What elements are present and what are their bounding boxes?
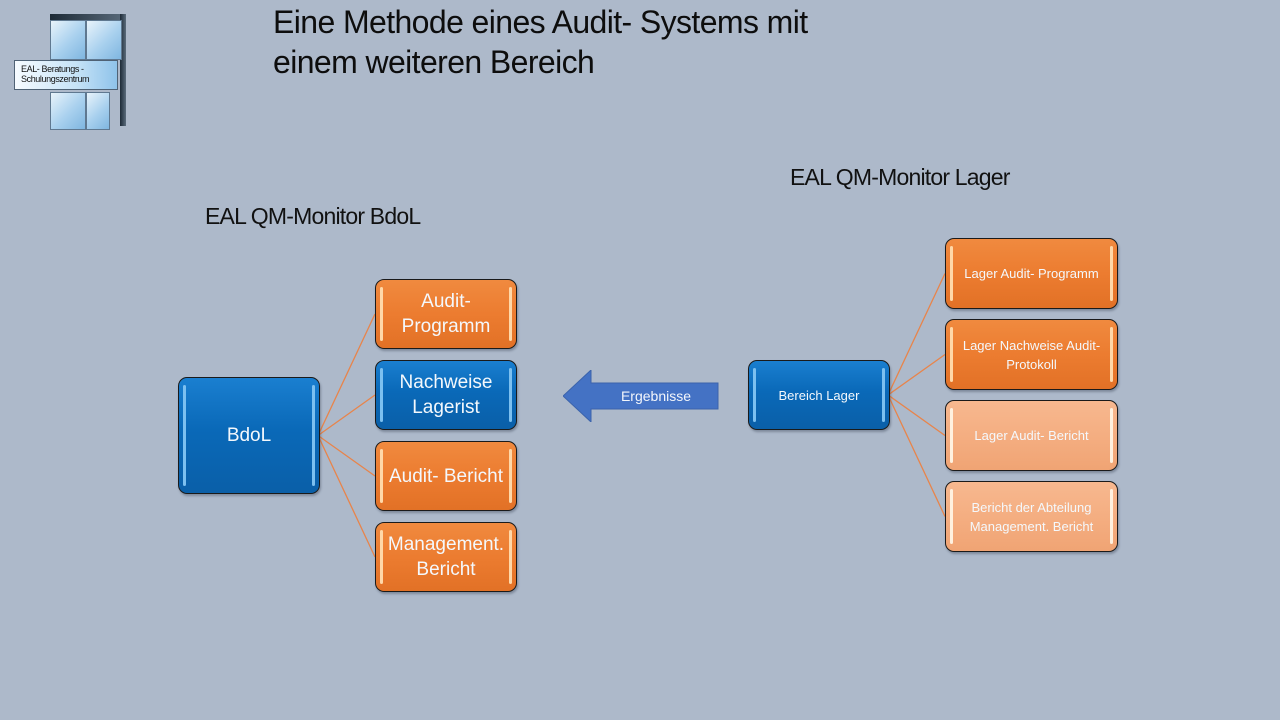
node-label: Nachweise Lagerist bbox=[399, 372, 493, 418]
bdol-connector-2 bbox=[317, 394, 376, 437]
node-audit-programm[interactable]: Audit- Programm bbox=[375, 279, 517, 349]
eal-logo: EAL- Beratungs - Schulungszentrum bbox=[14, 14, 126, 132]
bdol-connector-3 bbox=[317, 434, 376, 477]
node-label: Audit- Bericht bbox=[388, 465, 504, 487]
node-bericht-der-abteilung[interactable]: Bericht der Abteilung Management. Berich… bbox=[945, 481, 1118, 552]
logo-shadow-top bbox=[50, 14, 126, 20]
node-lager-audit-bericht[interactable]: Lager Audit- Bericht bbox=[945, 400, 1118, 471]
node-lager-audit-programm[interactable]: Lager Audit- Programm bbox=[945, 238, 1118, 309]
lager-connector-1 bbox=[887, 273, 946, 396]
lager-connector-4 bbox=[887, 394, 946, 517]
node-bdol-root[interactable]: BdoL bbox=[178, 377, 320, 494]
node-label: Bericht der Abteilung Management. Berich… bbox=[969, 499, 1094, 534]
node-label: Lager Audit- Bericht bbox=[974, 428, 1089, 443]
node-label: BdoL bbox=[226, 425, 272, 446]
logo-tile bbox=[50, 92, 86, 130]
node-label: Lager Nachweise Audit- Protokoll bbox=[962, 337, 1101, 372]
logo-text-line1: EAL- Beratungs - bbox=[21, 64, 84, 74]
node-nachweise-lagerist[interactable]: Nachweise Lagerist bbox=[375, 360, 517, 430]
logo-text-line2: Schulungszentrum bbox=[21, 74, 90, 84]
logo-label: EAL- Beratungs - Schulungszentrum bbox=[14, 60, 118, 90]
logo-shadow-right bbox=[120, 14, 126, 126]
logo-tile bbox=[86, 20, 122, 60]
slide-title: Eine Methode eines Audit- Systems mit ei… bbox=[273, 4, 808, 80]
ergebnisse-arrow: Ergebnisse bbox=[562, 368, 719, 424]
node-management-bericht[interactable]: Management. Bericht bbox=[375, 522, 517, 592]
bdol-connector-4 bbox=[317, 435, 376, 558]
node-label: Bereich Lager bbox=[778, 387, 860, 403]
node-label: Audit- Programm bbox=[401, 291, 491, 337]
left-arrow-icon bbox=[562, 368, 719, 424]
lager-connector-3 bbox=[887, 394, 946, 437]
node-label: Lager Audit- Programm bbox=[964, 266, 1099, 281]
node-audit-bericht[interactable]: Audit- Bericht bbox=[375, 441, 517, 511]
lager-connector-2 bbox=[887, 353, 946, 396]
node-lager-nachweise-audit-protokoll[interactable]: Lager Nachweise Audit- Protokoll bbox=[945, 319, 1118, 390]
logo-tile bbox=[50, 20, 86, 60]
left-section-heading: EAL QM-Monitor BdoL bbox=[205, 203, 421, 229]
logo-tile bbox=[86, 92, 110, 130]
node-bereich-lager-root[interactable]: Bereich Lager bbox=[748, 360, 890, 430]
bdol-connector-1 bbox=[317, 313, 376, 436]
arrow-label: Ergebnisse bbox=[620, 388, 692, 404]
node-label: Management. Bericht bbox=[387, 534, 505, 580]
right-section-heading: EAL QM-Monitor Lager bbox=[790, 164, 1010, 190]
